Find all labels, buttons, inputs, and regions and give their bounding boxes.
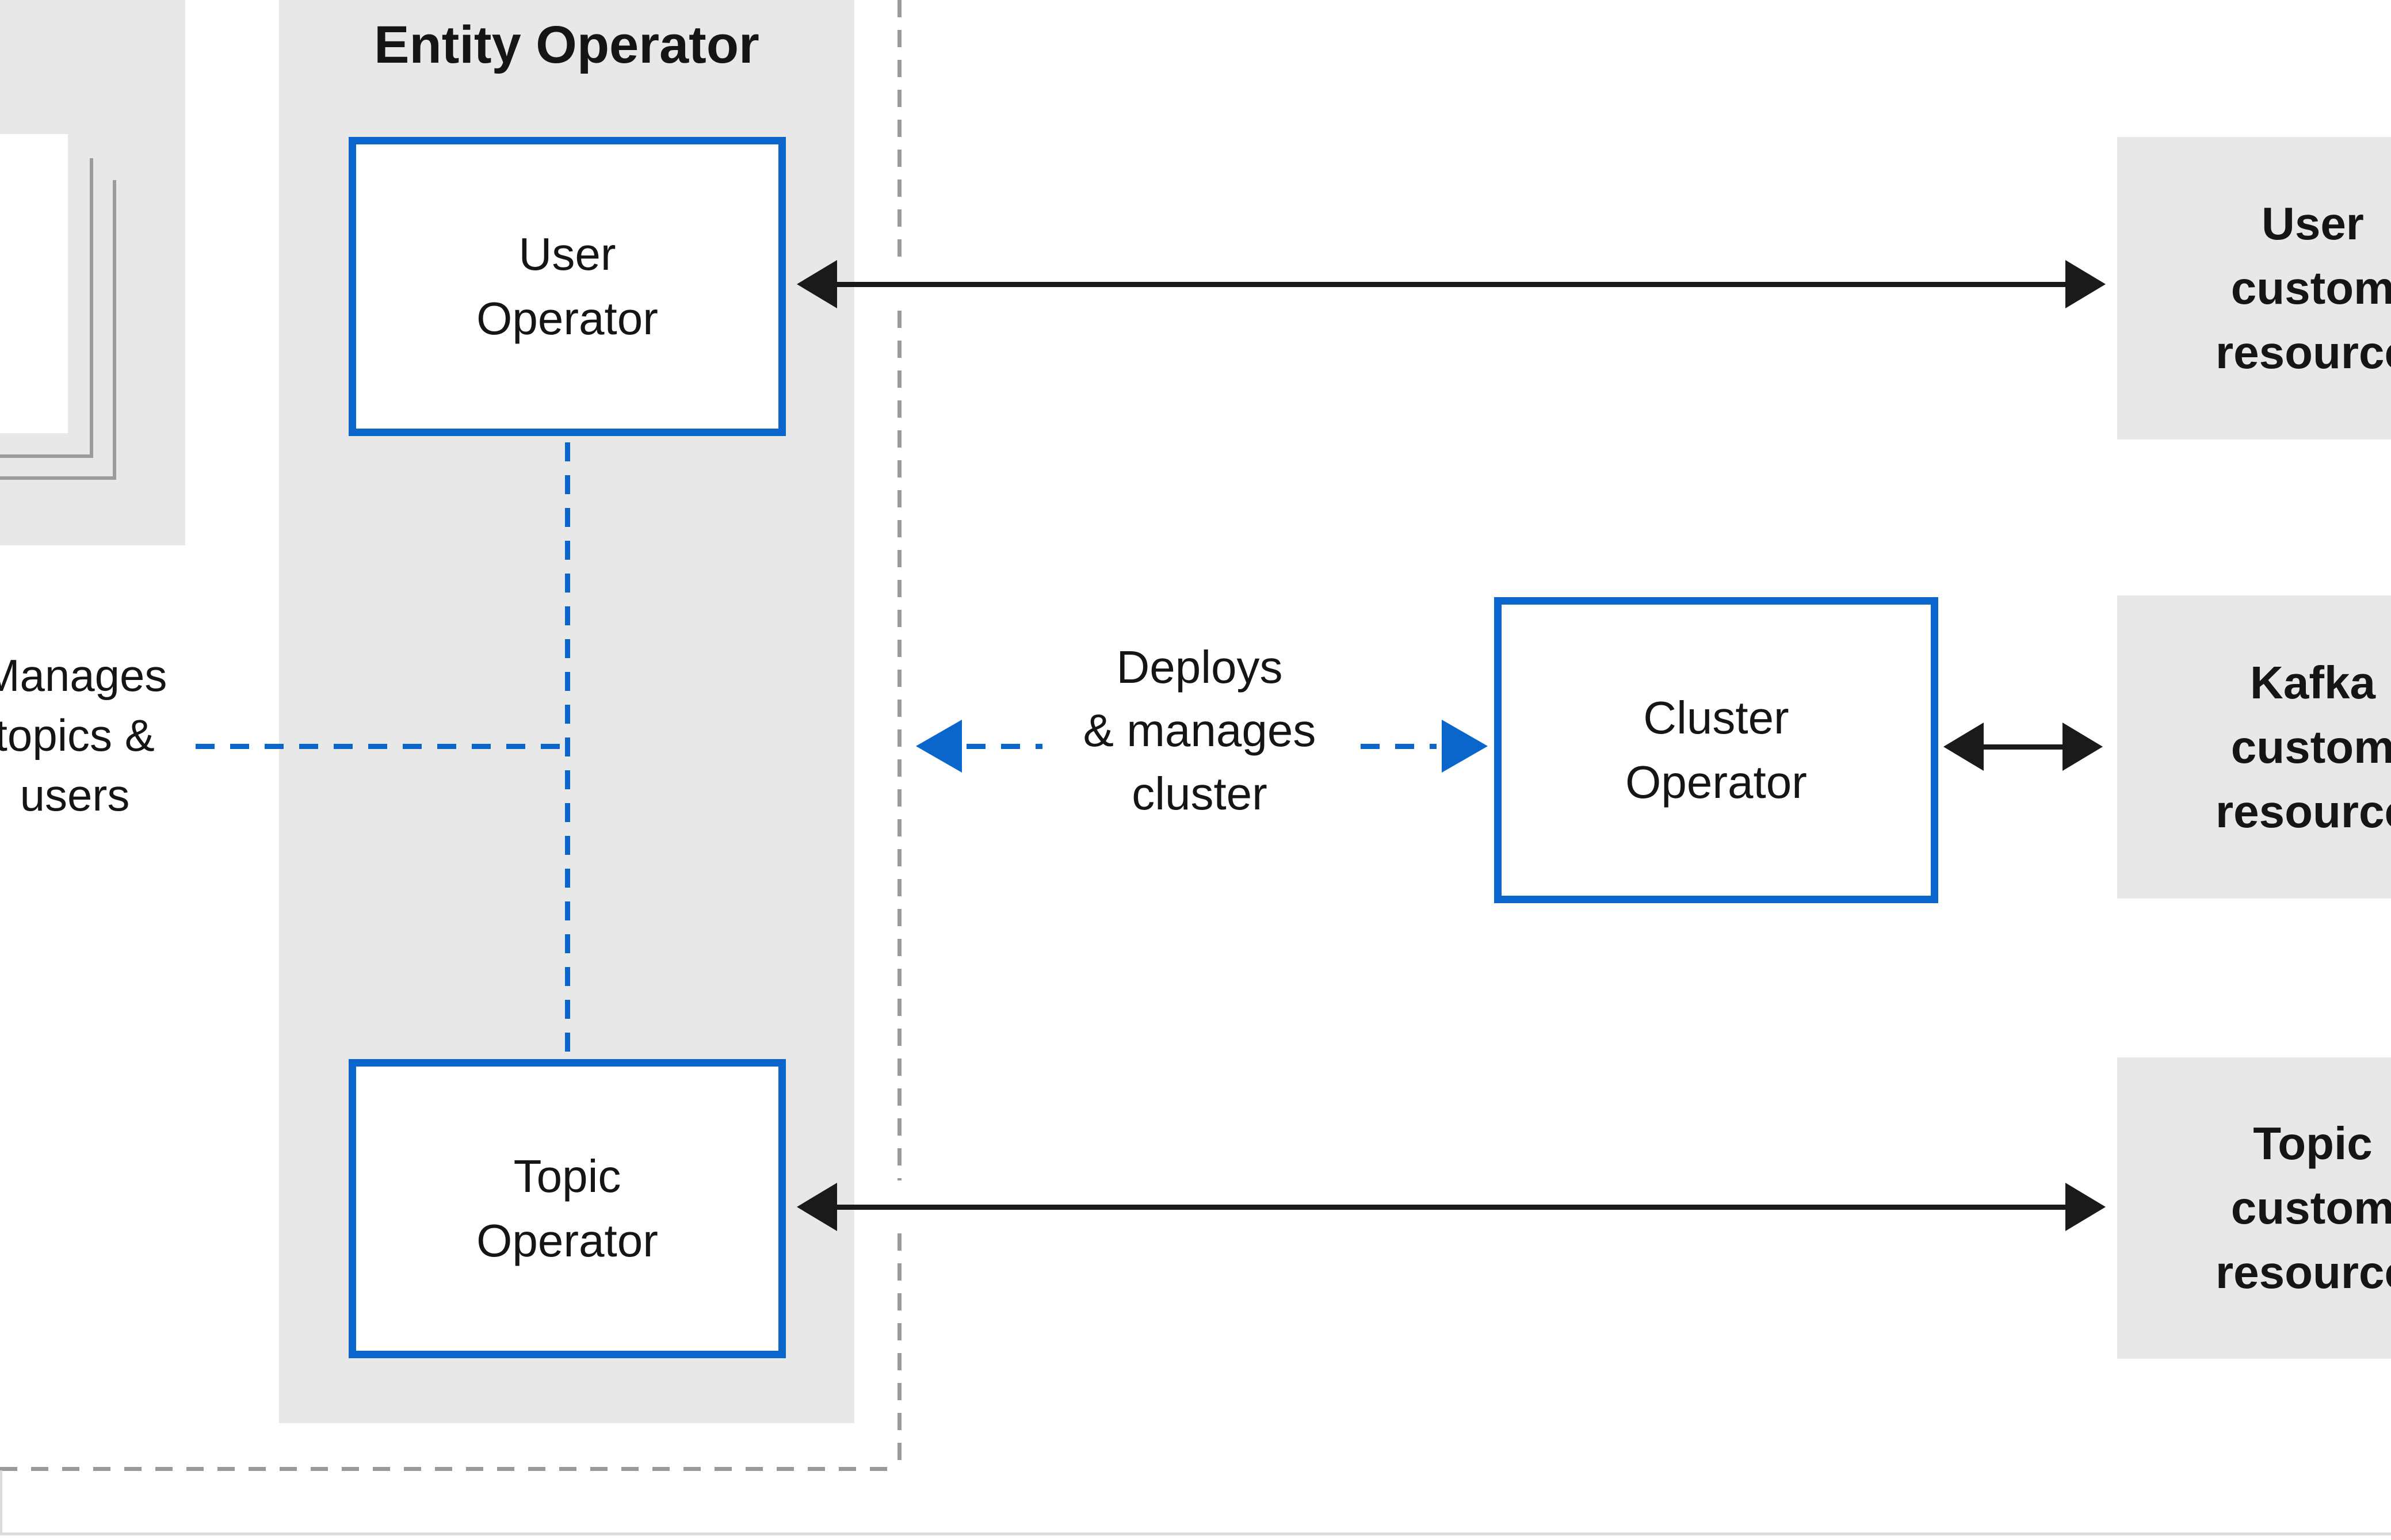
page-bottom-border: [0, 1533, 2391, 1535]
entity-operator-title: Entity Operator: [374, 16, 759, 74]
annotation-line: & manages: [1083, 705, 1316, 756]
page-left-border: [0, 1470, 2, 1534]
annotation-line: Deploys: [1116, 641, 1283, 693]
black-arrowhead-right-icon: [2065, 1183, 2106, 1231]
deploys-manages-cluster-annotation: Deploys & manages cluster: [998, 636, 1401, 826]
topic-custom-resource-label: custom: [2230, 1182, 2391, 1233]
document-page-front-icon: [0, 134, 68, 433]
arrow-line: [834, 282, 2077, 287]
user-custom-resource-label: User: [2262, 198, 2364, 249]
topic-operator-box: Topic Operator: [349, 1059, 786, 1358]
user-custom-resource-box: User custom resource: [2117, 137, 2391, 440]
cluster-operator-label: Operator: [1625, 756, 1807, 808]
topic-custom-resource-label: resource: [2216, 1247, 2391, 1298]
topic-operator-label: Topic: [513, 1151, 621, 1202]
cluster-resources-box: [0, 0, 185, 545]
annotation-line: users: [20, 770, 130, 820]
user-custom-resource-label: custom: [2230, 262, 2391, 314]
user-operator-label: User: [518, 228, 616, 280]
kafka-custom-resource-label: custom: [2230, 721, 2391, 773]
user-topic-operator-connector-line: [565, 442, 570, 1059]
black-arrowhead-left-icon: [1943, 723, 1984, 771]
cluster-operator-box: Cluster Operator: [1494, 597, 1938, 903]
topic-custom-resource-label: Topic: [2253, 1118, 2373, 1169]
dashed-line: [1361, 744, 1437, 749]
user-operator-box: User Operator: [349, 137, 786, 436]
deployment-boundary-dashed-line-vertical: [897, 311, 902, 1180]
user-custom-resource-label: resource: [2216, 327, 2391, 378]
kafka-custom-resource-box: Kafka custom resource: [2117, 595, 2391, 899]
user-operator-label: Operator: [476, 293, 658, 344]
annotation-line: Manages: [0, 650, 167, 701]
black-arrowhead-left-icon: [797, 1183, 837, 1231]
manages-dashed-line: [196, 744, 567, 749]
kafka-custom-resource-label: Kafka: [2250, 656, 2375, 708]
black-arrowhead-right-icon: [2065, 260, 2106, 308]
topic-custom-resource-box: Topic custom resource: [2117, 1057, 2391, 1359]
deployment-boundary-dashed-line-vertical: [897, 0, 902, 260]
annotation-line: topics &: [0, 710, 155, 761]
cluster-operator-label: Cluster: [1643, 692, 1789, 743]
annotation-line: cluster: [1132, 768, 1267, 819]
black-arrowhead-left-icon: [797, 260, 837, 308]
topic-operator-label: Operator: [476, 1215, 658, 1266]
deployment-boundary-dashed-line-bottom: [0, 1467, 901, 1471]
manages-topics-users-annotation: Manages topics & users: [0, 645, 219, 825]
arrow-line: [834, 1205, 2077, 1210]
black-arrowhead-right-icon: [2062, 723, 2103, 771]
deployment-boundary-dashed-line-vertical: [897, 1233, 902, 1467]
arrow-line: [1981, 744, 2064, 750]
kafka-custom-resource-label: resource: [2216, 785, 2391, 837]
blue-arrowhead-left-icon: [916, 720, 962, 773]
dashed-line: [967, 744, 1042, 749]
blue-arrowhead-right-icon: [1442, 720, 1488, 773]
